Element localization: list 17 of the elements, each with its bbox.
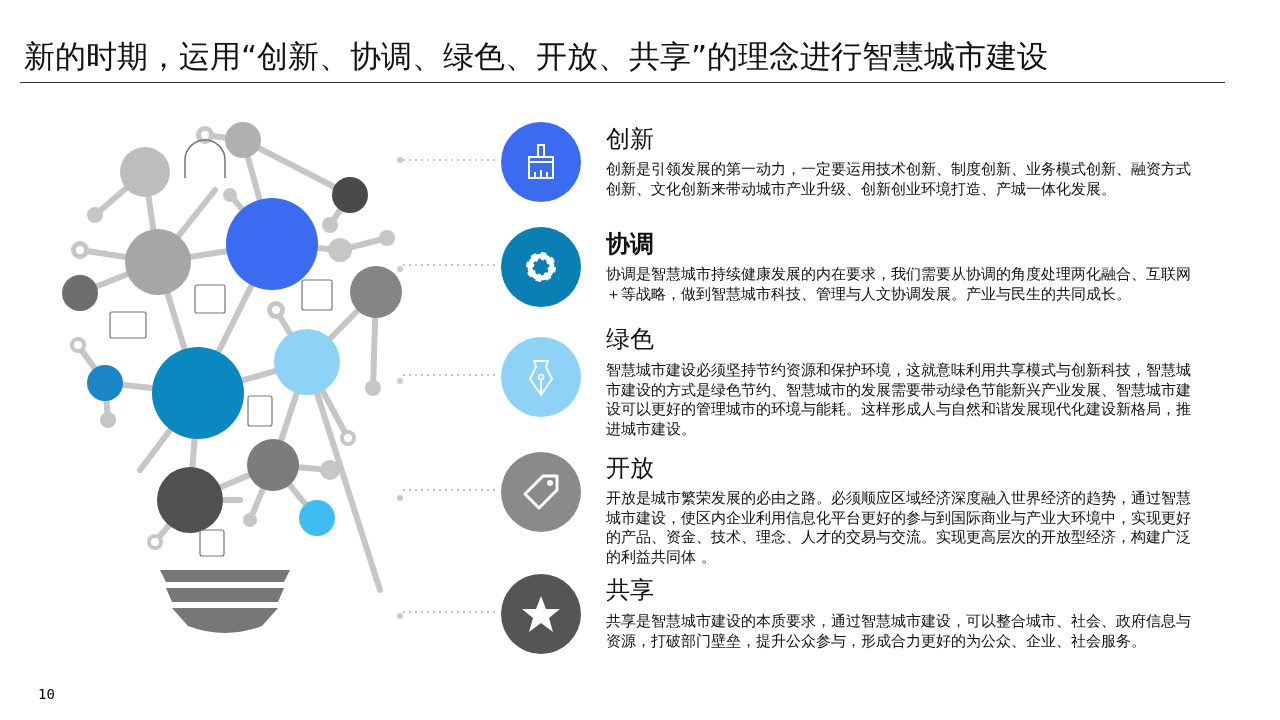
section-description: 智慧城市建设必须坚持节约资源和保护环境，这就意味利用共享模式与创新科技，智慧城市建设的方式是绿色节约、智慧城市的发展需要带动绿色节能新兴产业发展、智慧城市建设可以更好的管理城市的环境与能耗。这样形成人与自然和谐发展现代化建设新格局，推进城市建设。 (606, 360, 1192, 438)
dotted-connector (402, 489, 498, 491)
dotted-connector (402, 264, 498, 266)
dotted-connector (402, 374, 498, 376)
dotted-connector (402, 159, 498, 161)
page-number: 10 (38, 686, 55, 702)
section-heading: 绿色 (606, 324, 654, 354)
section-description: 共享是智慧城市建设的本质要求，通过智慧城市建设，可以整合城市、社会、政府信息与资源，打破部门壁垒，提升公众参与，形成合力更好的为公众、企业、社会服务。 (606, 611, 1192, 650)
section-heading: 协调 (606, 229, 654, 259)
slide-title: 新的时期，运用“创新、协调、绿色、开放、共享”的理念进行智慧城市建设 (24, 37, 1049, 76)
section-description: 开放是城市繁荣发展的必由之路。必须顺应区域经济深度融入世界经济的趋势，通过智慧城市建设，使区内企业利用信息化平台更好的参与到国际商业与产业大环境中，实现更好的产品、资金、技术、理念、人才的交易与交流。实现更高层次的开放型经济，构建广泛的利益共同体 。 (606, 488, 1192, 566)
section-description: 创新是引领发展的第一动力，一定要运用技术创新、制度创新、业务模式创新、融资方式创新、文化创新来带动城市产业升级、创新创业环境打造、产城一体化发展。 (606, 159, 1192, 198)
section-description: 协调是智慧城市持续健康发展的内在要求，我们需要从协调的角度处理两化融合、互联网＋等战略，做到智慧城市科技、管理与人文协调发展。产业与民生的共同成长。 (606, 264, 1192, 303)
section-heading: 创新 (606, 124, 654, 154)
section-heading: 开放 (606, 453, 654, 483)
section-heading: 共享 (606, 575, 654, 605)
dotted-connector (402, 611, 498, 613)
